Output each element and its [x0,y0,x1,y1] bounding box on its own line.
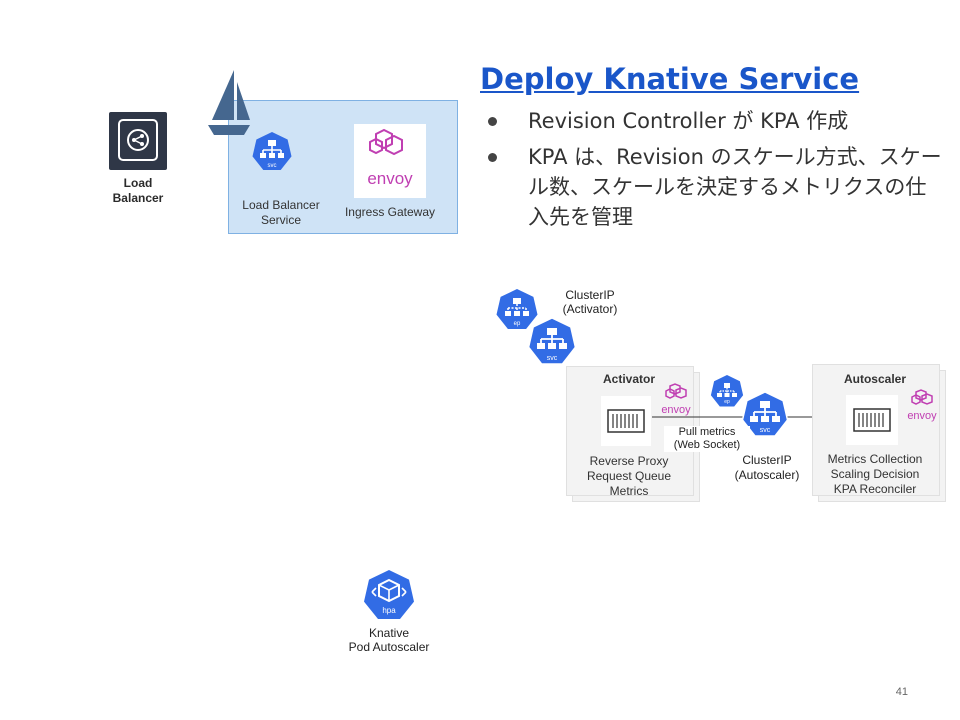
autoscaler-line: KPA Reconciler [833,482,917,496]
activator-title: Activator [602,372,655,386]
envoy-logo-text: envoy [367,169,413,188]
page-number: 41 [895,686,908,698]
ep-icon: ep [710,375,744,407]
svc-icon: svc [252,132,292,170]
autoscaler-line: Metrics Collection [827,452,923,466]
container-icon [601,396,651,446]
container-icon [846,395,898,445]
svc-badge-text: svc [268,163,277,169]
bullet-text: Revision Controller が KPA 作成 [528,109,849,133]
load-balancer-label: Load Balancer [96,176,180,206]
envoy-logo-icon: envoy [907,389,937,422]
activator-line: Metrics [609,484,649,498]
lb-service-label-line1: Load Balancer [242,198,320,212]
lb-service-label-line2: Service [260,213,301,227]
envoy-logo-text: envoy [661,404,691,416]
bullet-dot [488,153,497,162]
hpa-icon: hpa [364,570,414,619]
svc-icon: svc [527,317,577,365]
kpa-label-line1: Knative [368,626,410,640]
pull-metrics-label: Pull metrics (Web Socket) [664,426,750,452]
activator-line: Reverse Proxy [589,454,669,468]
ep-icon: ep [496,289,538,329]
clusterip-activator-label: ClusterIP (Activator) [550,288,630,316]
clusterip-activator-line2: (Activator) [562,302,618,316]
clusterip-autoscaler-line1: ClusterIP [742,453,792,467]
load-balancer-label-line2: Balancer [112,191,164,205]
ingress-gateway-label: Ingress Gateway [344,205,436,219]
pull-metrics-line1: Pull metrics [678,426,736,438]
ep-badge-text: ep [724,399,730,405]
kpa-label: Knative Pod Autoscaler [329,626,449,654]
activator-details: Reverse Proxy Request Queue Metrics [566,454,692,499]
autoscaler-title: Autoscaler [843,372,907,386]
bullet-item: KPA は、Revision のスケール方式、スケール数、スケールを決定するメト… [486,142,946,232]
clusterip-activator-line1: ClusterIP [565,288,615,302]
bullet-list: Revision Controller が KPA 作成 KPA は、Revis… [486,106,946,238]
bullet-dot [488,117,497,126]
svc-badge-text: svc [547,355,558,362]
load-balancer-icon [109,112,167,170]
autoscaler-line: Scaling Decision [830,467,920,481]
envoy-logo-icon: envoy [661,383,691,416]
ep-badge-text: ep [514,321,521,327]
istio-sail-icon [208,70,250,135]
svc-icon: svc [741,391,789,437]
envoy-logo-text: envoy [907,410,937,422]
bullet-text: KPA は、Revision のスケール方式、スケール数、スケールを決定するメト… [528,145,942,229]
lb-service-label: Load Balancer Service [226,198,336,228]
slide-title: Deploy Knative Service [480,62,860,96]
clusterip-autoscaler-line2: (Autoscaler) [734,468,800,482]
svc-badge-text: svc [760,427,771,434]
pull-metrics-line2: (Web Socket) [673,439,741,451]
load-balancer-label-line1: Load [123,176,153,190]
autoscaler-details: Metrics Collection Scaling Decision KPA … [812,452,938,497]
kpa-label-line2: Pod Autoscaler [348,640,430,654]
bullet-item: Revision Controller が KPA 作成 [486,106,946,136]
envoy-logo-icon: envoy [354,124,426,198]
hpa-badge-text: hpa [382,606,396,615]
clusterip-autoscaler-label: ClusterIP (Autoscaler) [724,453,810,483]
activator-line: Request Queue [586,469,672,483]
